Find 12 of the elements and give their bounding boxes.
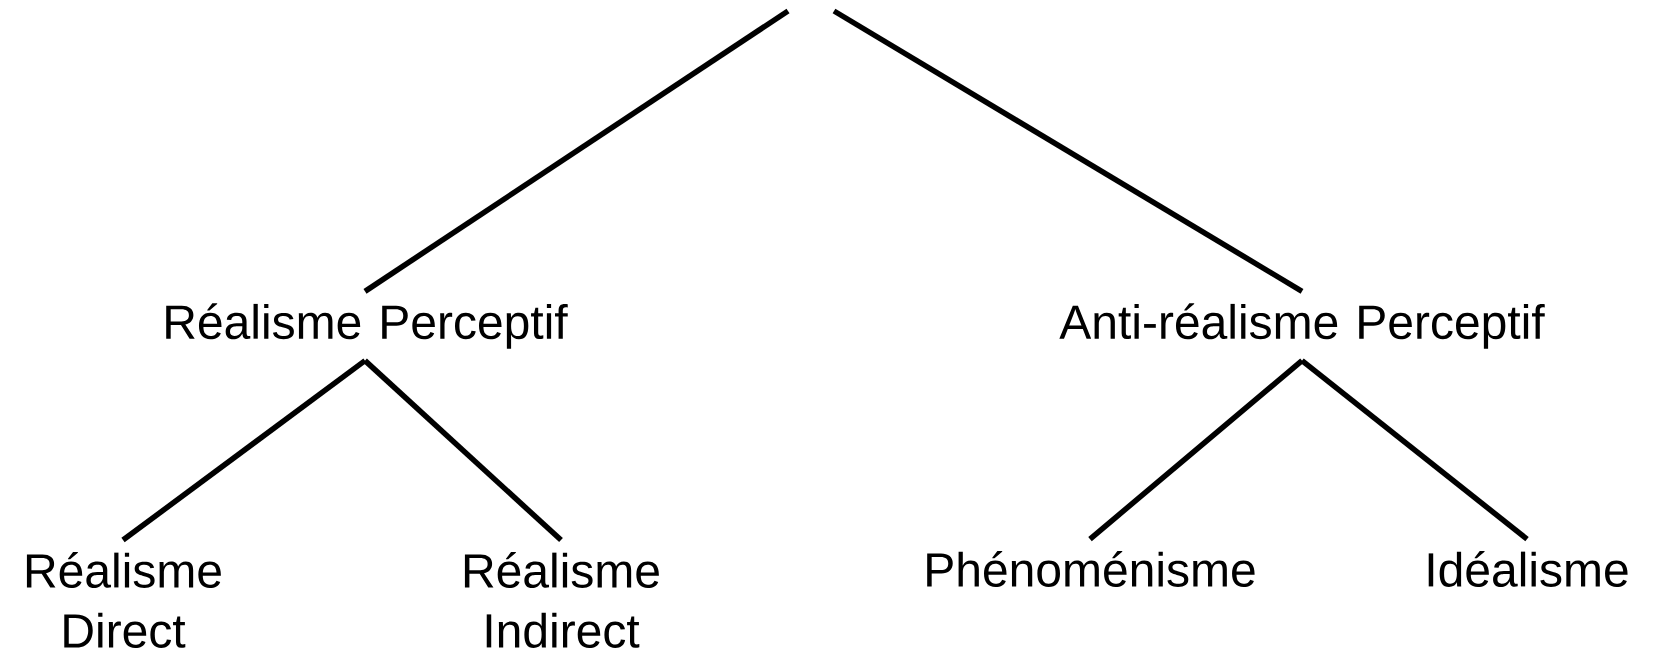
category-label: Phénoménisme [927,551,1255,587]
category-label: Anti-réalisme Perceptif [1059,303,1545,349]
connector-line [121,358,367,543]
category-label: Réalisme Direct [26,552,221,648]
connector-line [1300,358,1529,542]
category-label: Réalisme Perceptif [166,303,568,349]
connector-line [363,8,790,294]
category-label: Idéalisme [1428,551,1628,587]
connector-line [1088,358,1304,542]
category-label: Réalisme Indirect [464,552,659,648]
connector-line [832,8,1304,294]
connector-line [363,358,563,543]
